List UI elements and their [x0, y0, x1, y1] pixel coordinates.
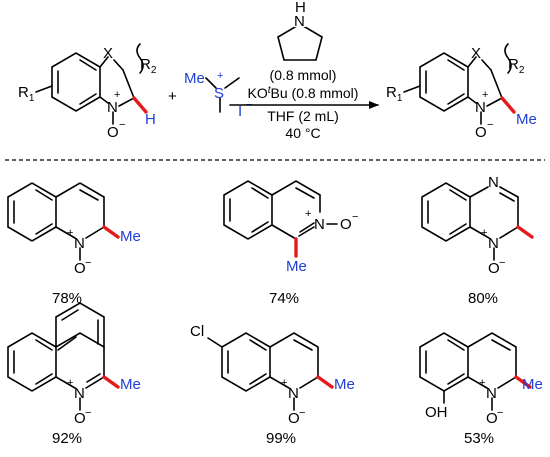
product-n-label: N	[475, 99, 486, 116]
reagent-s-label: S	[214, 85, 224, 102]
svg-text:O: O	[74, 410, 86, 427]
svg-text:+: +	[305, 208, 311, 220]
example-3-2-methylquinoxaline-n-oxide: N N + O − Me 80%	[421, 174, 534, 307]
svg-text:−: −	[299, 407, 305, 419]
svg-text:Me: Me	[522, 376, 543, 393]
reactant-x-label: X	[103, 45, 113, 62]
svg-text:−: −	[499, 257, 505, 269]
product-n-oxide: R1 X R2 N + O − Me	[386, 43, 537, 141]
reaction-conditions: N H (0.8 mmol) KOtBu (0.8 mmol) THF (2 m…	[229, 0, 379, 141]
pyrrolidine-ring	[277, 23, 323, 61]
svg-text:+: +	[479, 377, 485, 389]
svg-text:Me: Me	[286, 258, 307, 275]
svg-text:N: N	[488, 174, 499, 191]
temperature-text: 40 °C	[285, 125, 320, 141]
product-o-charge: −	[487, 119, 493, 131]
amine-amount: (0.8 mmol)	[270, 67, 337, 83]
product-r1-label: R1	[386, 84, 403, 104]
sulfonium-reagent: Me S + I −	[184, 70, 252, 120]
svg-text:N: N	[74, 385, 85, 402]
yield-label: 53%	[464, 430, 494, 447]
reactant-r2-label: R2	[140, 56, 157, 76]
svg-text:+: +	[67, 377, 73, 389]
product-benzene-ring	[419, 52, 469, 112]
yield-label: 74%	[269, 290, 299, 307]
yield-label: 92%	[52, 430, 82, 447]
example-5-6-chloro-2-methylquinoline-n-oxide: Cl N + O − Me 99%	[190, 323, 355, 447]
pyrrolidine-n-label: N	[294, 13, 305, 30]
svg-text:O: O	[488, 260, 500, 277]
plus-sign: +	[168, 88, 177, 105]
example-4-6-methylphenanthridine-n-oxide: N + O − Me 92%	[7, 302, 141, 447]
svg-text:N: N	[488, 235, 499, 252]
yield-label: 78%	[52, 290, 82, 307]
reactant-r1-label: R1	[18, 84, 35, 104]
reactant-n-label: N	[107, 99, 118, 116]
svg-text:N: N	[74, 235, 85, 252]
svg-text:O: O	[288, 410, 300, 427]
svg-text:+: +	[481, 227, 487, 239]
svg-text:+: +	[281, 377, 287, 389]
pyrrolidine-h-label: H	[295, 0, 306, 16]
reactant-o-label: O	[107, 124, 119, 141]
base-text: KOtBu (0.8 mmol)	[248, 85, 359, 101]
svg-text:−: −	[352, 211, 358, 223]
svg-text:N: N	[288, 385, 299, 402]
svg-text:Me: Me	[120, 228, 141, 245]
svg-text:N: N	[486, 385, 497, 402]
yield-label: 99%	[266, 430, 296, 447]
product-o-label: O	[475, 124, 487, 141]
svg-text:Cl: Cl	[190, 323, 204, 340]
svg-text:−: −	[85, 407, 91, 419]
product-x-label: X	[471, 45, 481, 62]
example-1-2-methylquinoline-n-oxide: N + O − Me 78%	[7, 182, 141, 307]
svg-text:O: O	[340, 216, 352, 233]
svg-text:+: +	[67, 227, 73, 239]
svg-text:Me: Me	[120, 376, 141, 393]
reagent-iodide-label: I	[238, 103, 242, 120]
svg-text:−: −	[85, 257, 91, 269]
yield-label: 80%	[468, 290, 498, 307]
svg-text:Me: Me	[334, 376, 355, 393]
reagent-me-label: Me	[184, 70, 205, 87]
product-me-label: Me	[516, 111, 537, 128]
svg-text:N: N	[314, 216, 325, 233]
svg-text:−: −	[497, 407, 503, 419]
svg-text:O: O	[486, 410, 498, 427]
svg-text:O: O	[74, 260, 86, 277]
example-6-8-hydroxy-2-methylquinoline-n-oxide: OH N + O − Me 53%	[419, 332, 543, 447]
product-c-me-bond	[500, 96, 516, 114]
reagent-s-charge: +	[217, 70, 223, 82]
product-n-charge: +	[482, 89, 488, 101]
product-r2-label: R2	[508, 56, 525, 76]
solvent-text: THF (2 mL)	[267, 108, 339, 124]
reactant-o-charge: −	[119, 119, 125, 131]
reactant-h-label: H	[145, 111, 156, 128]
svg-text:OH: OH	[425, 404, 448, 421]
example-2-1-methylisoquinoline-n-oxide: N + O − Me 74%	[223, 180, 358, 307]
reactant-n-oxide: R1 X R2 N + O − H	[18, 43, 157, 141]
reactant-n-charge: +	[114, 89, 120, 101]
reactant-ch-bond	[132, 96, 148, 114]
reactant-benzene-ring	[51, 52, 101, 112]
